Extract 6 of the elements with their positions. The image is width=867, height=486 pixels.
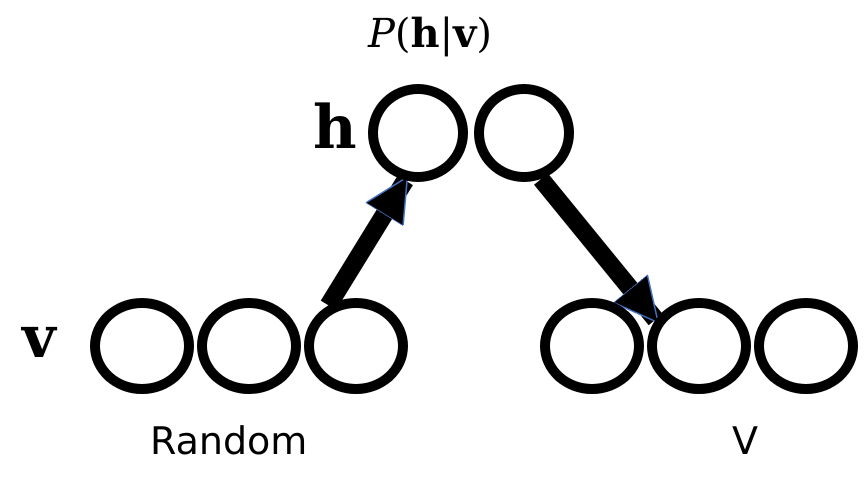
arrow [534,173,663,326]
probability-formula: P(h|v) [368,14,492,54]
caption-text: V [732,422,758,460]
layer-label: h [313,98,357,158]
layer-label: v [22,308,56,366]
caption-text: Random [150,422,308,460]
